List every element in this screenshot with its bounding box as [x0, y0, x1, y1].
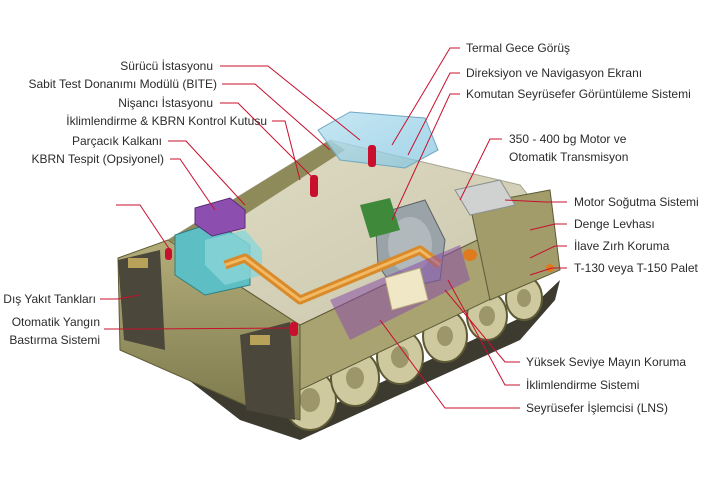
- label-nisanci-istasyonu: Nişancı İstasyonu: [118, 96, 213, 110]
- label-lns: Seyrüsefer İşlemcisi (LNS): [526, 401, 669, 415]
- label-surucu-istasyonu: Sürücü İstasyonu: [120, 59, 213, 73]
- label-bite: Sabit Test Donanımı Modülü (BITE): [28, 77, 217, 91]
- interior-components: [165, 111, 554, 340]
- label-motor-line2: Otomatik Transmisyon: [509, 150, 629, 164]
- label-kbrn-kontrol-kutusu: İklimlendirme & KBRN Kontrol Kutusu: [66, 114, 267, 128]
- label-palet: T-130 veya T-150 Palet: [574, 261, 698, 275]
- label-kbrn-tespit: KBRN Tespit (Opsiyonel): [31, 152, 165, 166]
- label-dis-yakit-tanklari: Dış Yakıt Tankları: [3, 292, 96, 306]
- label-termal-gece-gorus: Termal Gece Görüş: [466, 41, 571, 55]
- label-motor-sogutma: Motor Soğutma Sistemi: [574, 195, 699, 209]
- label-komutan-seyrusefer: Komutan Seyrüsefer Görüntüleme Sistemi: [466, 87, 691, 101]
- label-bastirma-sistemi: Bastırma Sistemi: [9, 333, 100, 347]
- label-denge-levhasi: Denge Levhası: [574, 217, 655, 231]
- label-otomatik-yangin: Otomatik Yangın: [11, 315, 100, 329]
- label-mayin-koruma: Yüksek Seviye Mayın Koruma: [526, 355, 687, 369]
- label-motor-line1: 350 - 400 bg Motor ve: [509, 132, 627, 146]
- label-ilave-zirh: İlave Zırh Koruma: [574, 239, 670, 253]
- label-iklimlendirme: İklimlendirme Sistemi: [526, 378, 640, 392]
- leader-lines: [100, 47, 567, 409]
- label-parcacik-kalkani: Parçacık Kalkanı: [71, 134, 162, 148]
- label-direksiyon-navigasyon: Direksiyon ve Navigasyon Ekranı: [466, 66, 643, 80]
